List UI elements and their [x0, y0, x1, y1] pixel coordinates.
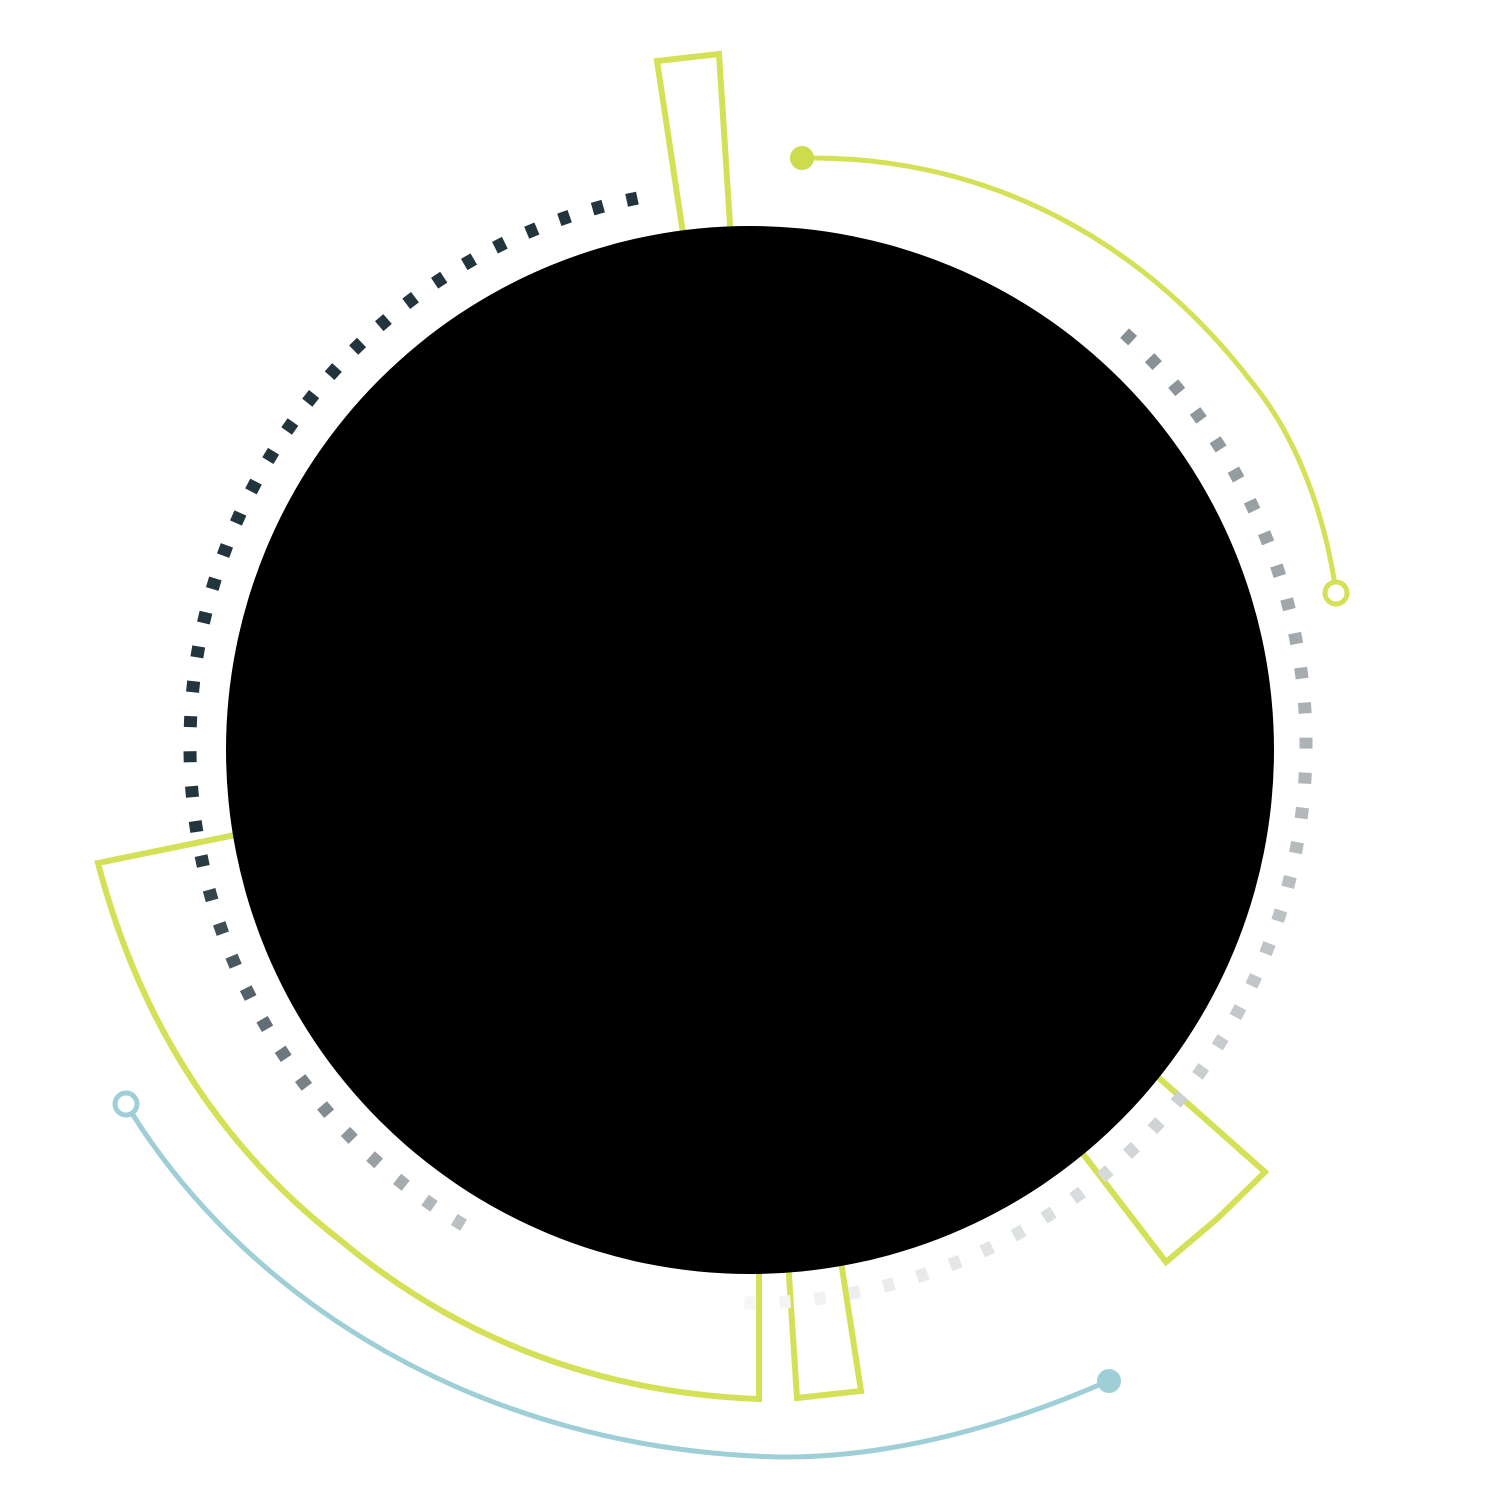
ring-dash	[590, 199, 605, 216]
ring-dash	[1040, 1206, 1057, 1224]
bottom-bracket	[784, 1251, 865, 1402]
ring-dash	[557, 210, 572, 226]
ring-dash	[1245, 973, 1262, 989]
ring-dash	[245, 478, 262, 495]
ring-dash	[185, 785, 199, 798]
ring-dash	[302, 390, 320, 407]
ring-dash	[450, 1213, 467, 1231]
filled-circle-dot-icon	[790, 146, 814, 170]
ring-dash	[1271, 908, 1288, 923]
ring-dash	[1010, 1224, 1027, 1242]
ring-dash	[1281, 874, 1297, 889]
ring-dash	[1192, 1063, 1210, 1080]
ring-dash	[402, 291, 419, 310]
ring-dash	[1069, 1186, 1086, 1204]
ring-dash	[239, 985, 257, 1001]
ring-dash	[1259, 941, 1276, 957]
ring-dash	[1147, 1117, 1165, 1135]
ring-dash	[1288, 631, 1304, 646]
ring-dash	[202, 888, 219, 903]
lower-left-bracket	[94, 831, 762, 1403]
ring-dash	[1229, 1004, 1247, 1021]
ring-dash	[979, 1240, 996, 1258]
ring-dash	[1243, 497, 1261, 514]
ring-dash	[744, 1296, 756, 1310]
ring-dash	[1294, 806, 1309, 820]
ring-dash	[324, 363, 342, 381]
ring-dash	[460, 253, 478, 271]
ring-dash	[524, 222, 540, 239]
hollow-circle-dot-icon	[1322, 579, 1350, 607]
ring-dash	[340, 1126, 358, 1144]
ring-dash	[194, 854, 210, 868]
ring-dash	[230, 510, 247, 526]
ring-dash	[1170, 1090, 1188, 1108]
ring-dash	[349, 337, 367, 355]
ring-dash	[294, 1074, 313, 1091]
ring-dash	[197, 610, 213, 625]
ring-dash	[625, 191, 639, 207]
ring-dash	[274, 1045, 292, 1062]
ring-dash	[492, 236, 508, 254]
ring-dash	[256, 1015, 274, 1033]
ring-dash	[431, 271, 448, 289]
ring-dash	[847, 1285, 862, 1301]
central-disc	[226, 226, 1274, 1274]
ring-dash	[393, 1173, 410, 1191]
ring-dash	[1258, 530, 1275, 546]
ring-dash	[813, 1291, 827, 1306]
ring-dash	[281, 418, 299, 435]
ring-dash	[374, 314, 392, 332]
ring-dash	[366, 1151, 384, 1169]
ring-dash	[1227, 466, 1245, 483]
ring-dash	[225, 953, 242, 969]
ring-dash	[1189, 407, 1207, 424]
ring-dash	[1297, 702, 1312, 714]
ring-dash	[205, 576, 222, 591]
ring-dash	[188, 820, 204, 833]
ring-dash	[213, 921, 229, 936]
ring-dash	[1211, 1034, 1229, 1051]
dashed-ring	[183, 191, 1313, 1310]
ring-dash	[881, 1277, 896, 1293]
ring-dash	[915, 1267, 930, 1283]
ring-dash	[421, 1194, 438, 1212]
ring-dash	[1299, 737, 1313, 749]
ring-dash	[183, 751, 197, 763]
ring-dash	[190, 645, 206, 659]
ring-dash	[1298, 772, 1312, 784]
ring-dash	[1122, 1141, 1140, 1159]
lime-connector-arc	[802, 155, 1338, 586]
ring-dash	[1280, 597, 1296, 612]
ring-dash	[1120, 328, 1138, 346]
ring-dash	[1270, 563, 1286, 578]
filled-circle-dot-icon	[1097, 1369, 1121, 1393]
ring-dash	[779, 1294, 791, 1309]
ring-dash	[1168, 379, 1186, 397]
ring-dash	[1209, 436, 1227, 453]
ring-dash	[1294, 666, 1309, 680]
ring-dash	[1289, 840, 1304, 855]
ring-dash	[1096, 1165, 1114, 1183]
ring-dash	[947, 1255, 963, 1272]
ring-dash	[186, 680, 201, 693]
ring-dash	[1144, 353, 1162, 371]
ring-dash	[317, 1101, 335, 1119]
top-bracket	[653, 50, 735, 243]
teal-connector-arc	[130, 1113, 1110, 1460]
ring-dash	[183, 715, 198, 728]
ring-dash	[216, 543, 234, 558]
hollow-circle-dot-icon	[112, 1090, 140, 1118]
ring-dash	[262, 447, 280, 464]
